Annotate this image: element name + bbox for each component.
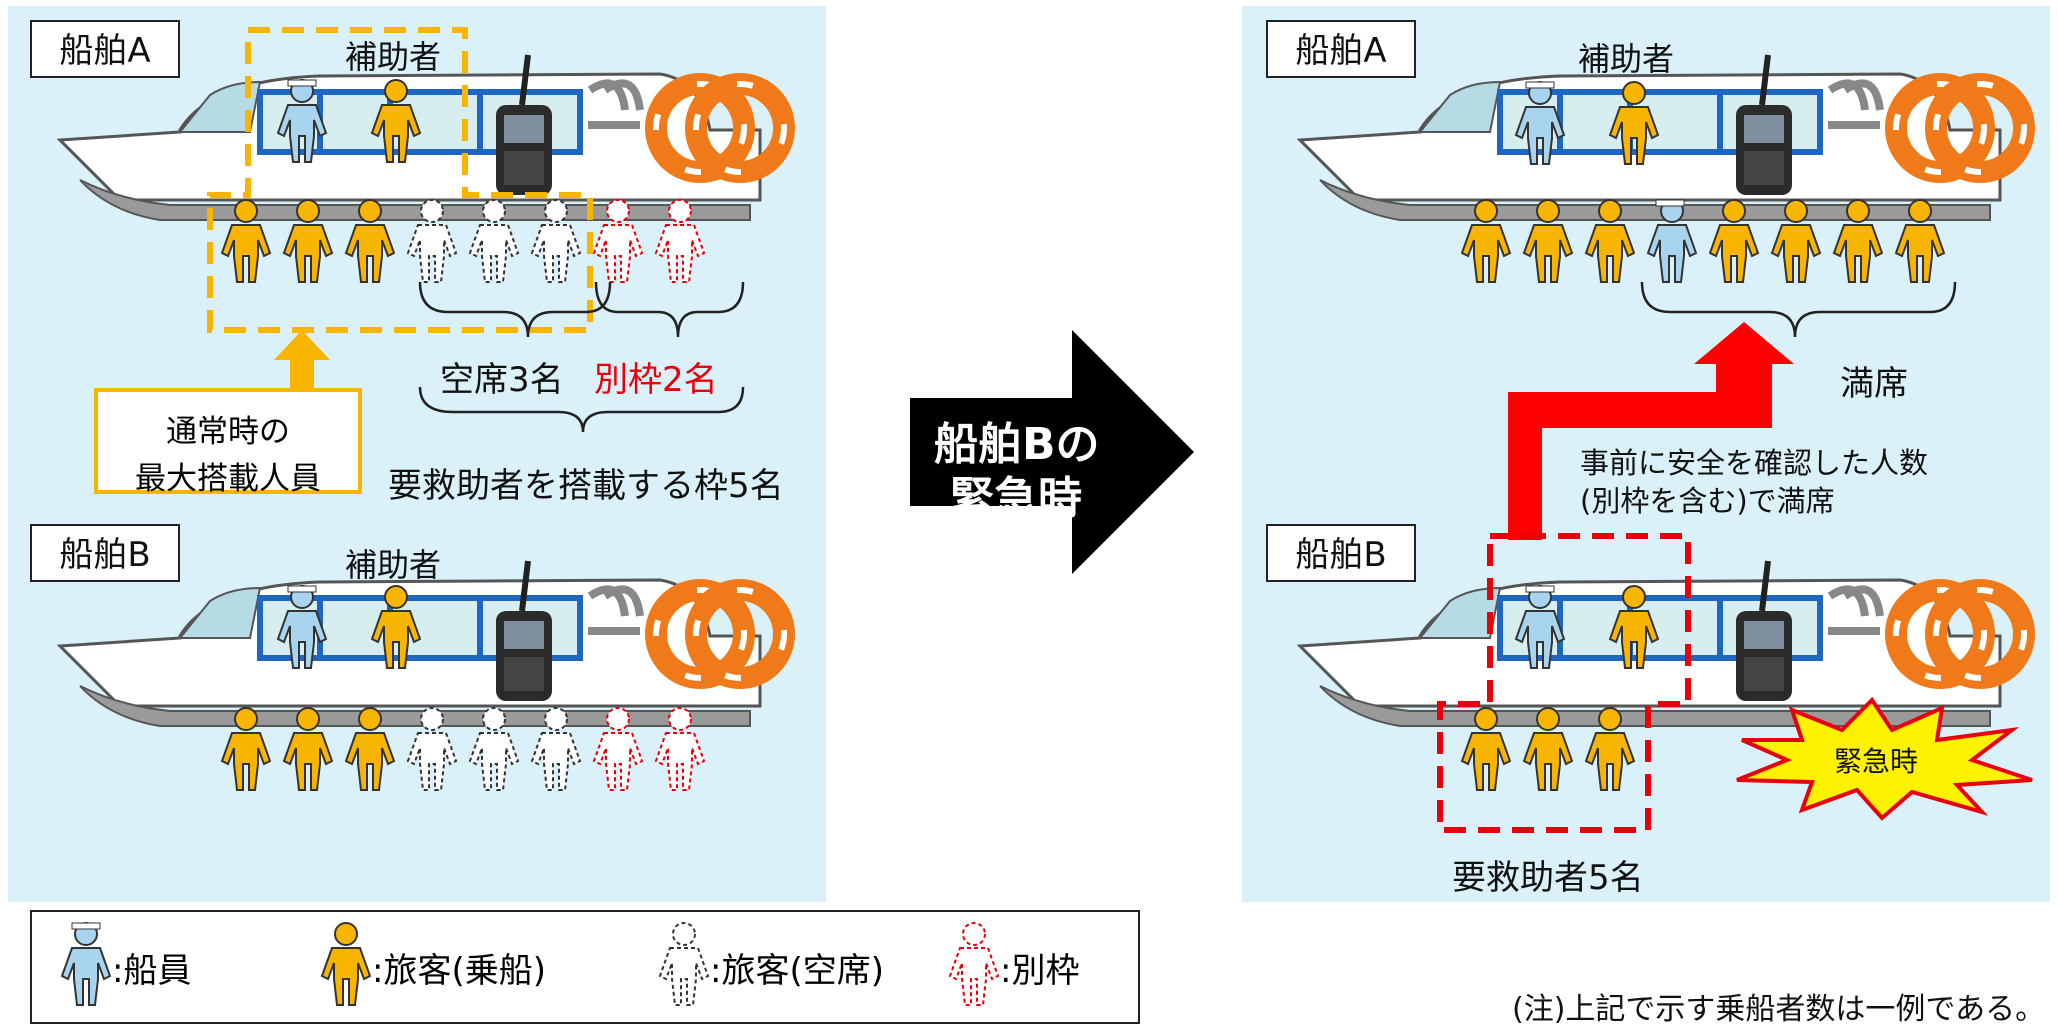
legend-passenger-label: :旅客(乗船) <box>372 950 546 991</box>
left-boat-a-label: 船舶A <box>30 20 180 78</box>
legend-extra-label: :別枠 <box>1000 950 1080 991</box>
left-boat-b-label: 船舶B <box>30 524 180 582</box>
rescue-highlight <box>1437 533 1691 833</box>
emergency-burst <box>1736 696 2033 821</box>
empty-seats-label: 空席3名 <box>440 360 564 400</box>
full-label: 満席 <box>1840 364 1908 404</box>
transition-arrow-line2: 緊急時 <box>950 473 1082 524</box>
legend-empty-label: :旅客(空席) <box>710 950 884 991</box>
right-boat-a-crew-figure <box>1515 81 1565 165</box>
footnote: (注)上記で示す乗船者数は一例である。 <box>1512 992 2046 1027</box>
safety-note-line2: (別枠を含む)で満席 <box>1580 484 1835 518</box>
legend-extra: :別枠 <box>949 912 1080 1022</box>
extra-slot-icon <box>949 922 999 1006</box>
right-boat-b-label: 船舶B <box>1266 524 1416 582</box>
left-boat-b-crew-figure <box>277 585 327 669</box>
right-boat-a-label: 船舶A <box>1266 20 1416 78</box>
transition-arrow <box>910 330 1194 574</box>
left-boat-b-passengers <box>221 707 705 791</box>
legend-crew: :船員 <box>61 912 192 1022</box>
right-boat-b-crew-figure <box>1515 585 1565 669</box>
crew-icon <box>61 922 111 1006</box>
normal-capacity-line1: 通常時の <box>166 414 290 450</box>
left-boat-a-assistant-label: 補助者 <box>345 38 442 76</box>
normal-capacity-highlight <box>207 27 593 333</box>
red-transfer-arrow <box>1508 322 1794 540</box>
right-boat-a-assistant-figure <box>1609 81 1659 165</box>
safety-note-line1: 事前に安全を確認した人数 <box>1580 446 1929 480</box>
normal-capacity-line2: 最大搭載人員 <box>135 461 321 497</box>
extra-seats-label: 別枠2名 <box>594 360 718 400</box>
full-brace <box>1640 281 1957 338</box>
passenger-icon <box>321 922 371 1006</box>
right-boat-a-assistant-label: 補助者 <box>1578 40 1675 78</box>
legend-crew-label: :船員 <box>112 950 192 991</box>
left-braces <box>418 281 745 433</box>
emergency-label: 緊急時 <box>1834 745 1919 778</box>
up-arrow-yellow <box>274 330 330 390</box>
legend-empty: :旅客(空席) <box>659 912 884 1022</box>
left-boat-b-assistant-figure <box>371 585 421 669</box>
transition-arrow-line1: 船舶Bの <box>934 419 1100 470</box>
rescue-frame-label: 要救助者を搭載する枠5名 <box>388 466 784 506</box>
left-boat-b-assistant-label: 補助者 <box>345 546 442 584</box>
legend-passenger: :旅客(乗船) <box>321 912 546 1022</box>
right-boat-a-passengers <box>1461 199 1945 283</box>
empty-seat-icon <box>659 922 709 1006</box>
left-boat-a-crew-figure <box>277 79 327 163</box>
normal-capacity-box: 通常時の 最大搭載人員 <box>94 388 362 497</box>
rescued-count-label: 要救助者5名 <box>1452 858 1644 898</box>
legend: :船員 :旅客(乗船) :旅客(空席) :別枠 <box>30 910 1140 1024</box>
